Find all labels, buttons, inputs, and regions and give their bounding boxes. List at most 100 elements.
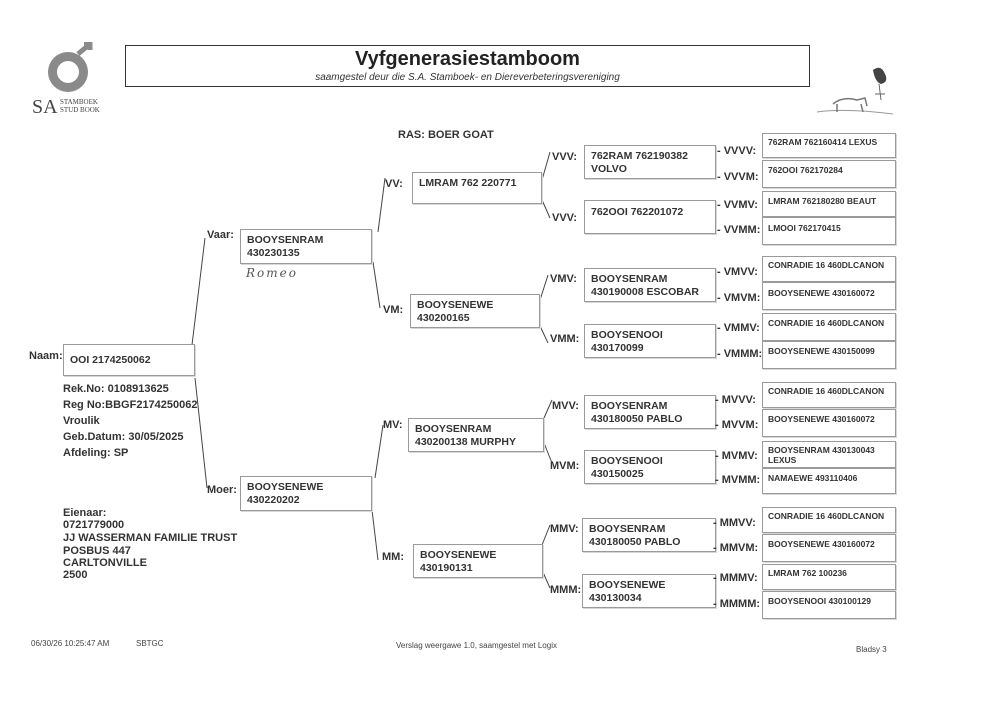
gen4-label: - MVVV: <box>715 394 756 406</box>
gen4-label: - VMVM: <box>717 292 761 304</box>
sire-line-2: 430230135 <box>247 247 300 259</box>
gen4-line-1: 762RAM 762160414 LEXUS <box>768 137 878 147</box>
gen4-box: 762OOI 762170284 <box>762 160 896 188</box>
gen4-box: BOOYSENRAM 430130043 LEXUS <box>762 441 896 468</box>
page-title: Vyfgenerasiestamboom <box>355 48 580 70</box>
mvm-line-1: BOOYSENOOI <box>591 455 663 467</box>
gen4-line-1: NAMAEWE 493110406 <box>768 473 858 483</box>
title-box: Vyfgenerasiestamboom saamgestel deur die… <box>125 45 810 87</box>
dam-box: BOOYSENEWE 430220202 <box>240 476 372 511</box>
mv-line-1: BOOYSENRAM <box>415 423 492 435</box>
mvv-box: BOOYSENRAM 430180050 PABLO <box>584 395 716 429</box>
gen4-label: - MVMV: <box>715 450 758 462</box>
gen4-label: - VVVV: <box>717 145 757 157</box>
gen4-line-1: LMRAM 762 100236 <box>768 568 847 578</box>
gen4-line-1: BOOYSENEWE 430160072 <box>768 414 875 424</box>
gen4-box: CONRADIE 16 460DLCANON <box>762 382 896 408</box>
owner-line: 0721779000 <box>63 519 125 531</box>
gen4-line-1: BOOYSENEWE 430160072 <box>768 288 875 298</box>
gen4-label: - VVMM: <box>717 224 761 236</box>
logo-sub-2: STUD BOOK <box>60 106 100 114</box>
gen4-label: - MVVM: <box>715 419 759 431</box>
goat-icon <box>816 67 894 115</box>
sa-studbook-logo: SA STAMBOEK STUD BOOK <box>30 42 110 120</box>
breed-label: RAS: BOER GOAT <box>398 129 494 141</box>
dam-line-2: 430220202 <box>247 494 300 506</box>
mmm-box: BOOYSENEWE 430130034 <box>582 574 716 608</box>
owner-line: CARLTONVILLE <box>63 557 147 569</box>
gen4-line-1: CONRADIE 16 460DLCANON <box>768 386 885 396</box>
dam-line-1: BOOYSENEWE <box>247 481 324 493</box>
vvv-label: VVV: <box>552 151 578 163</box>
gen4-label: - VMMV: <box>717 322 760 334</box>
vmv-label: VMV: <box>550 273 577 285</box>
mv-line-2: 430200138 MURPHY <box>415 436 516 448</box>
afdeling: Afdeling: SP <box>63 447 129 459</box>
gen4-label: - VMVV: <box>717 266 758 278</box>
rek-no: Rek.No: 0108913625 <box>63 383 169 395</box>
gen4-box: LMOOI 762170415 <box>762 217 896 245</box>
vv-line-1: LMRAM 762 220771 <box>419 177 517 189</box>
vm-box: BOOYSENEWE 430200165 <box>410 294 540 328</box>
mm-label: MM: <box>382 551 404 563</box>
mvm-label: MVM: <box>550 460 580 472</box>
gen4-box: NAMAEWE 493110406 <box>762 468 896 494</box>
vm-line-1: BOOYSENEWE <box>417 299 494 311</box>
gen4-label: - MMMV: <box>713 572 758 584</box>
owner-line: JJ WASSERMAN FAMILIE TRUST <box>63 532 238 544</box>
gen4-box: CONRADIE 16 460DLCANON <box>762 256 896 282</box>
mvv-line-2: 430180050 PABLO <box>591 413 683 425</box>
owner-line: POSBUS 447 <box>63 545 131 557</box>
page-subtitle: saamgestel deur die S.A. Stamboek- en Di… <box>315 72 620 83</box>
gen4-label: - MVMM: <box>715 474 761 486</box>
vmm-line-2: 430170099 <box>591 342 644 354</box>
footer-page: Bladsy 3 <box>856 645 887 654</box>
sire-box: BOOYSENRAM 430230135 <box>240 229 372 264</box>
gen4-line-1: LMRAM 762180280 BEAUT <box>768 196 877 206</box>
gen4-label: - VVVM: <box>717 171 759 183</box>
gen4-line-1: CONRADIE 16 460DLCANON <box>768 318 885 328</box>
vmm-box: BOOYSENOOI 430170099 <box>584 324 716 358</box>
gen4-box: LMRAM 762180280 BEAUT <box>762 191 896 217</box>
vmm-label: VMM: <box>550 333 580 345</box>
owner-label: Eienaar: <box>63 507 107 519</box>
vvv-line-2: VOLVO <box>591 163 627 175</box>
handwritten-note: Romeo <box>246 266 298 280</box>
gen4-line-1: BOOYSENRAM 430130043 <box>768 445 875 455</box>
gen4-line-1: LMOOI 762170415 <box>768 223 841 233</box>
gen4-line-1: BOOYSENOOI 430100129 <box>768 596 872 606</box>
gen4-label: - MMVV: <box>713 517 756 529</box>
logo-sub-1: STAMBOEK <box>60 98 98 106</box>
gen4-box: 762RAM 762160414 LEXUS <box>762 133 896 158</box>
subject-box: OOI 2174250062 <box>63 344 195 376</box>
mvm-box: BOOYSENOOI 430150025 <box>584 450 716 484</box>
footer-datetime: 06/30/26 10:25:47 AM <box>31 639 110 648</box>
sex: Vroulik <box>63 415 100 427</box>
vv-box: LMRAM 762 220771 <box>412 172 542 204</box>
mv-box: BOOYSENRAM 430200138 MURPHY <box>408 418 544 452</box>
moer-label: Moer: <box>207 484 237 496</box>
gen4-box: BOOYSENEWE 430160072 <box>762 409 896 437</box>
logo-text: SA <box>32 96 58 118</box>
vmv-line-1: BOOYSENRAM <box>591 273 668 285</box>
mmm-line-2: 430130034 <box>589 592 642 604</box>
vm-label: VM: <box>383 304 404 316</box>
mvm-line-2: 430150025 <box>591 468 644 480</box>
mvv-line-1: BOOYSENRAM <box>591 400 668 412</box>
gen4-line-1: 762OOI 762170284 <box>768 165 843 175</box>
gen4-line-1: BOOYSENEWE 430150099 <box>768 346 875 356</box>
mvv-label: MVV: <box>552 400 579 412</box>
gen4-box: BOOYSENEWE 430150099 <box>762 341 896 369</box>
gen4-box: CONRADIE 16 460DLCANON <box>762 313 896 341</box>
sire-line-1: BOOYSENRAM <box>247 234 324 246</box>
gen4-line-1: CONRADIE 16 460DLCANON <box>768 260 885 270</box>
gen4-line-2: LEXUS <box>768 455 797 465</box>
mm-line-2: 430190131 <box>420 562 473 574</box>
logo-emblem-icon <box>48 42 93 92</box>
gen4-line-1: BOOYSENEWE 430160072 <box>768 539 875 549</box>
mmv-line-2: 430180050 PABLO <box>589 536 681 548</box>
vvm-label: VVV: <box>552 212 578 224</box>
vv-label: VV: <box>385 178 403 190</box>
mv-label: MV: <box>383 419 403 431</box>
